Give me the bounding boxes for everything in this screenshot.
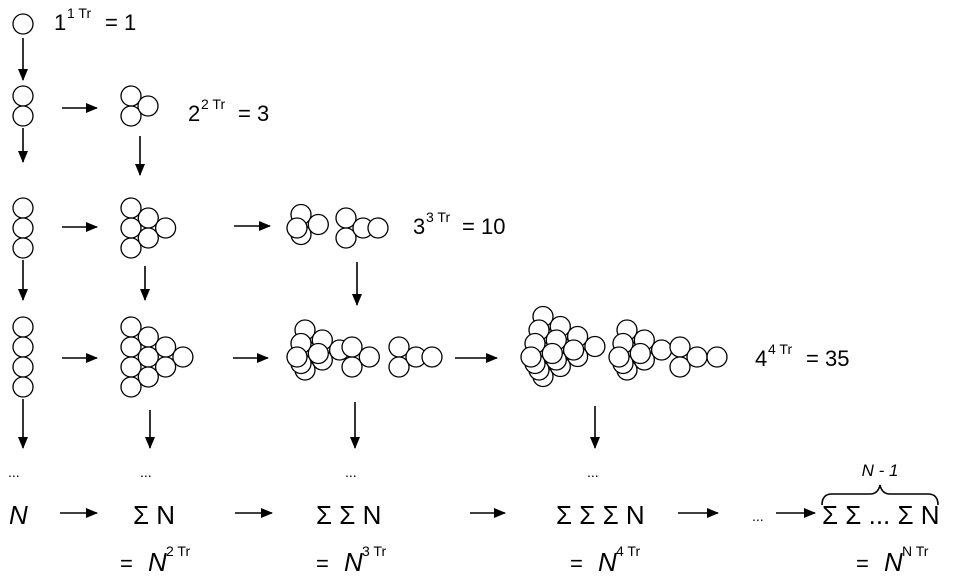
row-4-base: 4: [755, 346, 767, 371]
circle: [12, 237, 34, 259]
result-1-base: N: [148, 547, 167, 577]
circle: [341, 356, 363, 378]
bottom-ellipsis: ...: [752, 508, 764, 524]
ellipsis-col-1: ...: [8, 464, 20, 480]
row-label-1: 1 1 Tr = 1: [54, 5, 136, 35]
circle: [520, 346, 542, 368]
row-3-base: 3: [413, 214, 425, 239]
circle: [12, 356, 34, 378]
circle: [12, 13, 34, 35]
circle: [154, 336, 177, 358]
circle: [120, 356, 142, 378]
result-3: = N 4 Tr: [570, 543, 640, 577]
result-2: = N 3 Tr: [316, 543, 386, 577]
circle: [367, 217, 389, 239]
brace-label: N - 1: [862, 461, 899, 480]
result-3-base: N: [598, 547, 617, 577]
row-2-equals: = 3: [238, 101, 269, 126]
circle: [286, 217, 308, 239]
row-3-sup: 3 Tr: [426, 209, 450, 225]
bottom-sum-3: Σ Σ Σ N: [556, 500, 645, 530]
circle: [584, 335, 606, 358]
circle: [137, 95, 159, 117]
circle: [154, 356, 177, 378]
result-n-prefix: =: [856, 551, 869, 576]
circle: [12, 105, 34, 127]
circle: [706, 346, 728, 368]
circle: [12, 217, 34, 239]
circle: [12, 336, 34, 358]
circle: [120, 316, 142, 338]
bottom-n: N: [9, 500, 28, 530]
circle: [669, 356, 691, 378]
result-n-base: N: [884, 547, 903, 577]
row-1-sup: 1 Tr: [67, 5, 91, 21]
result-2-base: N: [344, 547, 363, 577]
bottom-sum-general: Σ Σ ... Σ N: [822, 500, 940, 530]
circle: [120, 336, 142, 358]
circle: [650, 339, 673, 361]
row-2-base: 2: [188, 101, 200, 126]
ellipsis-col-3: ...: [345, 464, 357, 480]
circle: [307, 342, 329, 365]
row-1-equals: = 1: [105, 10, 136, 35]
result-n-sup: N Tr: [902, 543, 929, 559]
circle: [120, 376, 142, 398]
circle: [562, 339, 585, 361]
row-label-3: 3 3 Tr = 10: [413, 209, 505, 239]
circle: [686, 346, 708, 368]
circle: [358, 346, 380, 368]
row-label-4: 4 4 Tr = 35: [755, 341, 849, 371]
arrows: [18, 38, 816, 518]
circle: [137, 366, 159, 388]
circle: [341, 336, 363, 358]
result-3-sup: 4 Tr: [616, 543, 640, 559]
row-4-equals: = 35: [806, 346, 849, 371]
ellipsis-col-2: ...: [140, 464, 152, 480]
row-3-equals: = 10: [462, 214, 505, 239]
result-3-prefix: =: [570, 551, 583, 576]
circle: [120, 105, 142, 127]
circle: [120, 237, 142, 259]
circle: [335, 227, 357, 249]
bottom-sum-1: Σ N: [133, 500, 175, 530]
brace: [821, 484, 939, 506]
result-1-sup: 2 Tr: [166, 543, 190, 559]
circle: [608, 346, 630, 368]
circle: [137, 207, 159, 229]
result-2-sup: 3 Tr: [362, 543, 386, 559]
circle: [12, 197, 34, 219]
result-n: = N N Tr: [856, 543, 929, 577]
result-1: = N 2 Tr: [120, 543, 190, 577]
circle: [12, 376, 34, 398]
circle: [172, 346, 194, 368]
circle: [12, 85, 34, 107]
row-2-sup: 2 Tr: [201, 96, 225, 112]
circle: [137, 346, 159, 368]
circle: [12, 316, 34, 338]
circle: [154, 217, 177, 239]
result-2-prefix: =: [316, 551, 329, 576]
row-1-base: 1: [54, 10, 66, 35]
circle: [388, 356, 410, 378]
bottom-sum-2: Σ Σ N: [316, 500, 381, 530]
ellipsis-col-4: ...: [587, 464, 599, 480]
circle-arrangements: [12, 13, 728, 398]
circle: [137, 326, 159, 348]
circle: [421, 346, 443, 368]
result-1-prefix: =: [120, 551, 133, 576]
circle: [120, 197, 142, 219]
circle: [286, 346, 308, 368]
row-label-2: 2 2 Tr = 3: [188, 96, 269, 126]
circle: [629, 342, 651, 365]
row-4-sup: 4 Tr: [768, 341, 792, 357]
circle: [120, 217, 142, 239]
circle: [307, 213, 329, 236]
circle: [137, 227, 159, 249]
circle: [541, 342, 563, 365]
